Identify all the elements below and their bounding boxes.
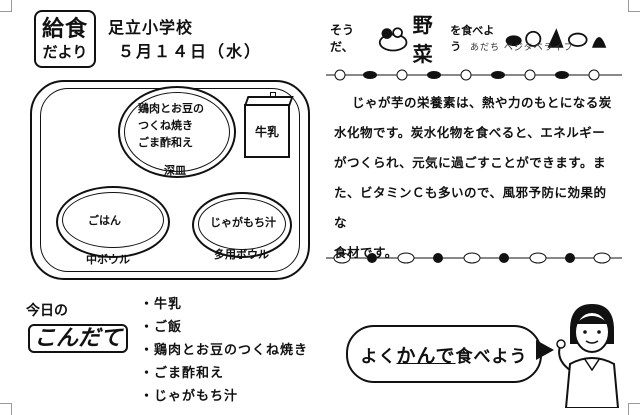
vegetable-banner: そうだ、 野菜 を食べよう (330, 8, 610, 68)
school-name: 足立小学校 (108, 18, 194, 37)
menu-item: ・ご飯 (140, 320, 183, 335)
bubble-text-2: かんで (396, 344, 456, 367)
todays-menu-main: こんだて (28, 324, 129, 353)
todays-menu-prefix: 今日の (26, 303, 68, 319)
crop-mark (628, 403, 640, 415)
article-line: じゃが芋の栄養素は、熱や力のもとになる炭 (352, 95, 612, 110)
multi-use-bowl-rim (198, 198, 286, 250)
rice-dish: ごはん (88, 214, 121, 227)
medium-bowl-rim (62, 192, 164, 248)
crop-mark (0, 403, 12, 415)
vegetable-banner-subtitle: あだち ベジタベライフ (470, 43, 574, 53)
vegetable-illustration-icon (505, 28, 607, 48)
vegetable-banner-suffix: を食べよう (450, 24, 495, 53)
milk-label: 牛乳 (254, 124, 279, 139)
medium-bowl-label: 中ボウル (86, 253, 130, 266)
deep-dish-contents: 鶏肉とお豆の つくね焼き ごま酢和え (138, 100, 204, 151)
article-line: 水化物です。炭水化物を食べると、エネルギー (334, 125, 606, 140)
nutritionist-illustration-icon (556, 304, 620, 408)
article-line: 食材です。 (334, 245, 398, 260)
dish-line: ごま酢和え (138, 136, 193, 149)
todays-menu-title: 今日の こんだて (26, 300, 129, 353)
menu-item: ・ごま酢和え (140, 366, 225, 381)
bubble-tail (536, 340, 554, 360)
milk-carton: 牛乳 (244, 104, 290, 158)
vegetable-basket-icon (379, 27, 408, 52)
vegetable-border-icon (326, 69, 622, 81)
menu-item: ・牛乳 (140, 297, 183, 312)
logo-main-text: 給食 (41, 17, 88, 42)
crop-mark (0, 0, 12, 12)
bubble-text-3: 食べよう (455, 346, 528, 367)
vegetable-banner-title: 野菜 (412, 13, 433, 66)
article-line: がつくられ、元気に過ごすことができます。ま (334, 155, 607, 170)
deep-dish-label: 深皿 (164, 164, 186, 177)
menu-item: ・鶏肉とお豆のつくね焼き (140, 343, 309, 358)
newsletter-logo: 給食 だより (34, 10, 96, 68)
multi-use-bowl-label: 多用ボウル (214, 248, 269, 261)
vegetable-banner-prefix: そうだ、 (330, 23, 355, 54)
bubble-text-1: よく (360, 346, 397, 367)
vegetable-article: じゃが芋の栄養素は、熱や力のもとになる炭 水化物です。炭水化物を食べると、エネル… (334, 88, 616, 268)
soup-dish: じゃがもち汁 (210, 216, 276, 229)
todays-menu-list: ・牛乳 ・ご飯 ・鶏肉とお豆のつくね焼き ・ごま酢和え ・じゃがもち汁 (140, 294, 308, 409)
menu-item: ・じゃがもち汁 (140, 389, 239, 404)
deep-dish-rim (124, 92, 230, 172)
issue-date: ５月１４日（水） (118, 42, 263, 61)
dish-line: 鶏肉とお豆の (138, 102, 204, 115)
vegetable-border-icon (326, 252, 622, 264)
chew-well-bubble: よく かんで 食べよう (346, 325, 542, 383)
crop-mark (628, 0, 640, 12)
logo-sub-text: だより (42, 43, 88, 61)
dish-line: つくね焼き (138, 119, 193, 132)
article-line: た、ビタミンＣも多いので、風邪予防に効果的な (334, 185, 607, 230)
lunch-tray (30, 80, 310, 280)
